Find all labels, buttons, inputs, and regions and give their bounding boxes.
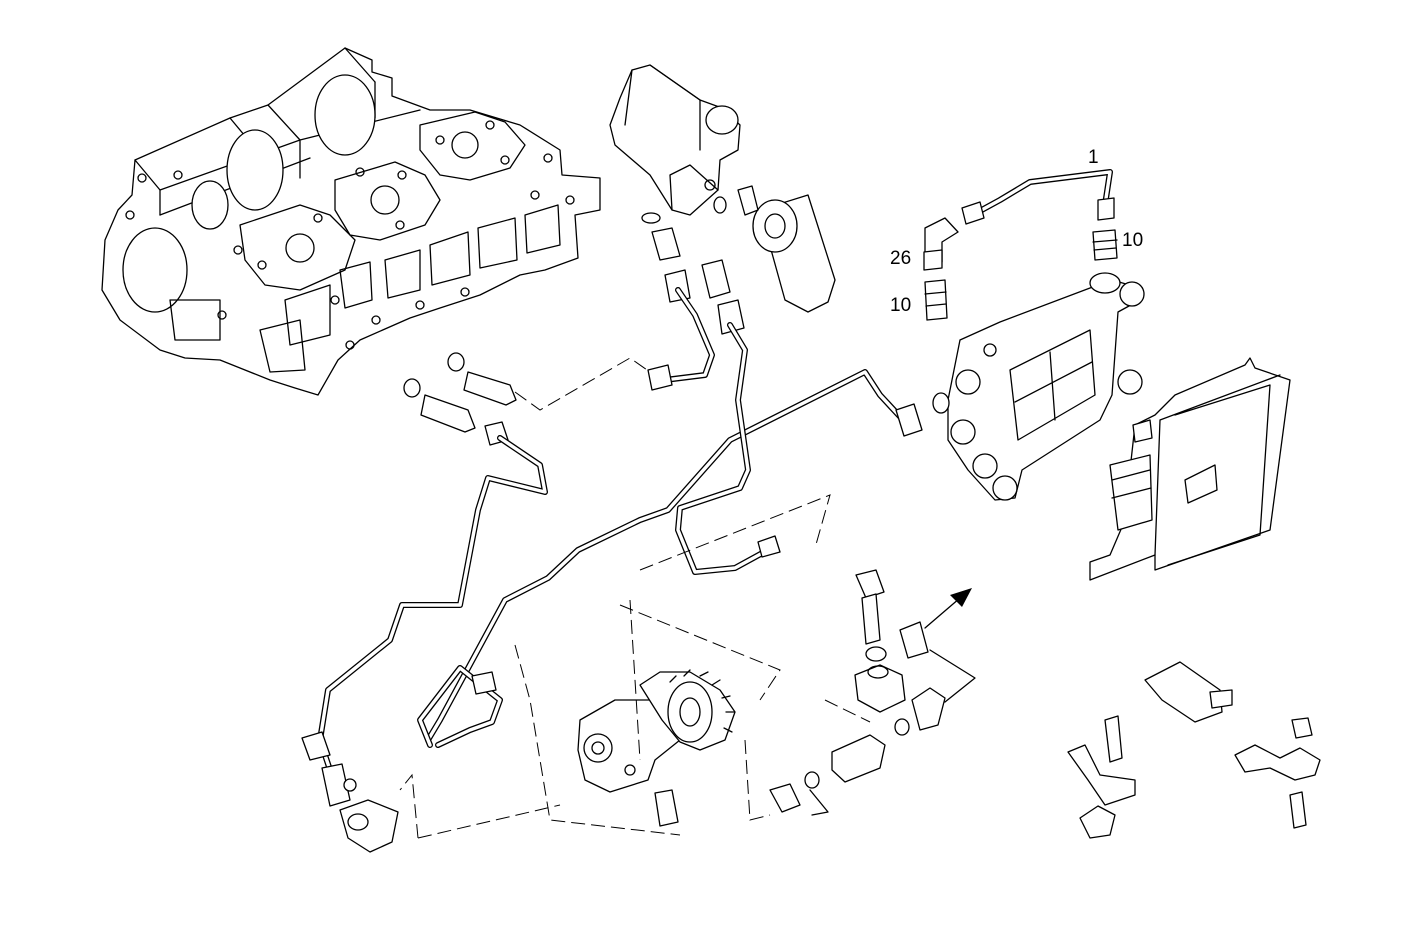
filter-cartridge [752,194,836,313]
fuel-line-pump-return [417,665,503,748]
flow-arrow [924,588,972,629]
seal-washer [932,392,950,414]
banjo-bolt-center [854,569,906,713]
washers [343,196,727,792]
callout-1: 1 [1088,147,1099,168]
leader-lines [399,357,976,839]
callout-10-top: 10 [1122,230,1143,251]
fuel-pump [577,669,736,793]
clamp-bracket-left [1067,715,1136,839]
clamp-block [1144,661,1233,723]
part-1-pipe [961,169,1115,225]
cooler-plate [947,272,1145,501]
fitting-small [737,185,759,216]
part-10-top-fitting [1092,229,1118,261]
fuel-line-fittings [301,403,923,853]
clamp-bracket-right [1234,717,1321,829]
callout-10-left: 10 [890,295,911,316]
pump-outlet-fitting [654,789,679,827]
fuel-line-loop [675,322,771,575]
center-fittings [769,621,946,813]
fuel-line-filter-inlet [647,287,715,391]
filter-head [609,64,741,216]
ecu-module [1089,357,1291,581]
part-10-left-fitting [924,279,948,321]
callout-26: 26 [890,248,911,269]
banjo-bolts-left [403,352,517,446]
fuel-line-main-center [425,369,908,743]
fuel-line-main-left [317,435,548,773]
engine-block [101,47,601,396]
part-26-elbow [923,217,959,271]
